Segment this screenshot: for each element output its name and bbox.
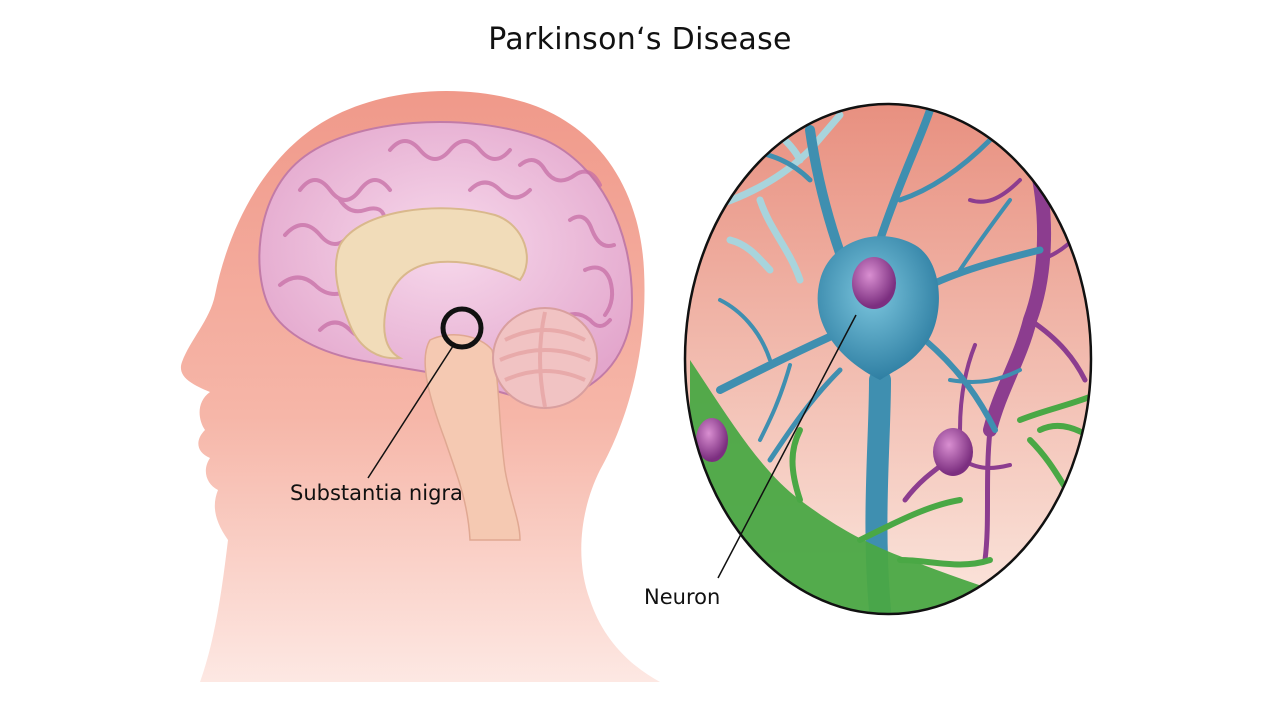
neuron-magnification <box>683 102 1093 616</box>
purple-neuron-body <box>933 428 973 476</box>
magnification-circle-border <box>683 102 1093 616</box>
neuron-nucleus <box>852 257 896 309</box>
substantia-nigra-leader-line <box>367 342 456 479</box>
brain <box>258 120 634 541</box>
cerebellum <box>492 307 598 409</box>
neuron-label: Neuron <box>644 585 721 609</box>
diagram-title: Parkinson‘s Disease <box>488 22 792 57</box>
substantia-nigra-label: Substantia nigra <box>290 481 463 505</box>
substantia-nigra-marker <box>440 306 484 350</box>
neuron-leader-line <box>717 314 857 579</box>
